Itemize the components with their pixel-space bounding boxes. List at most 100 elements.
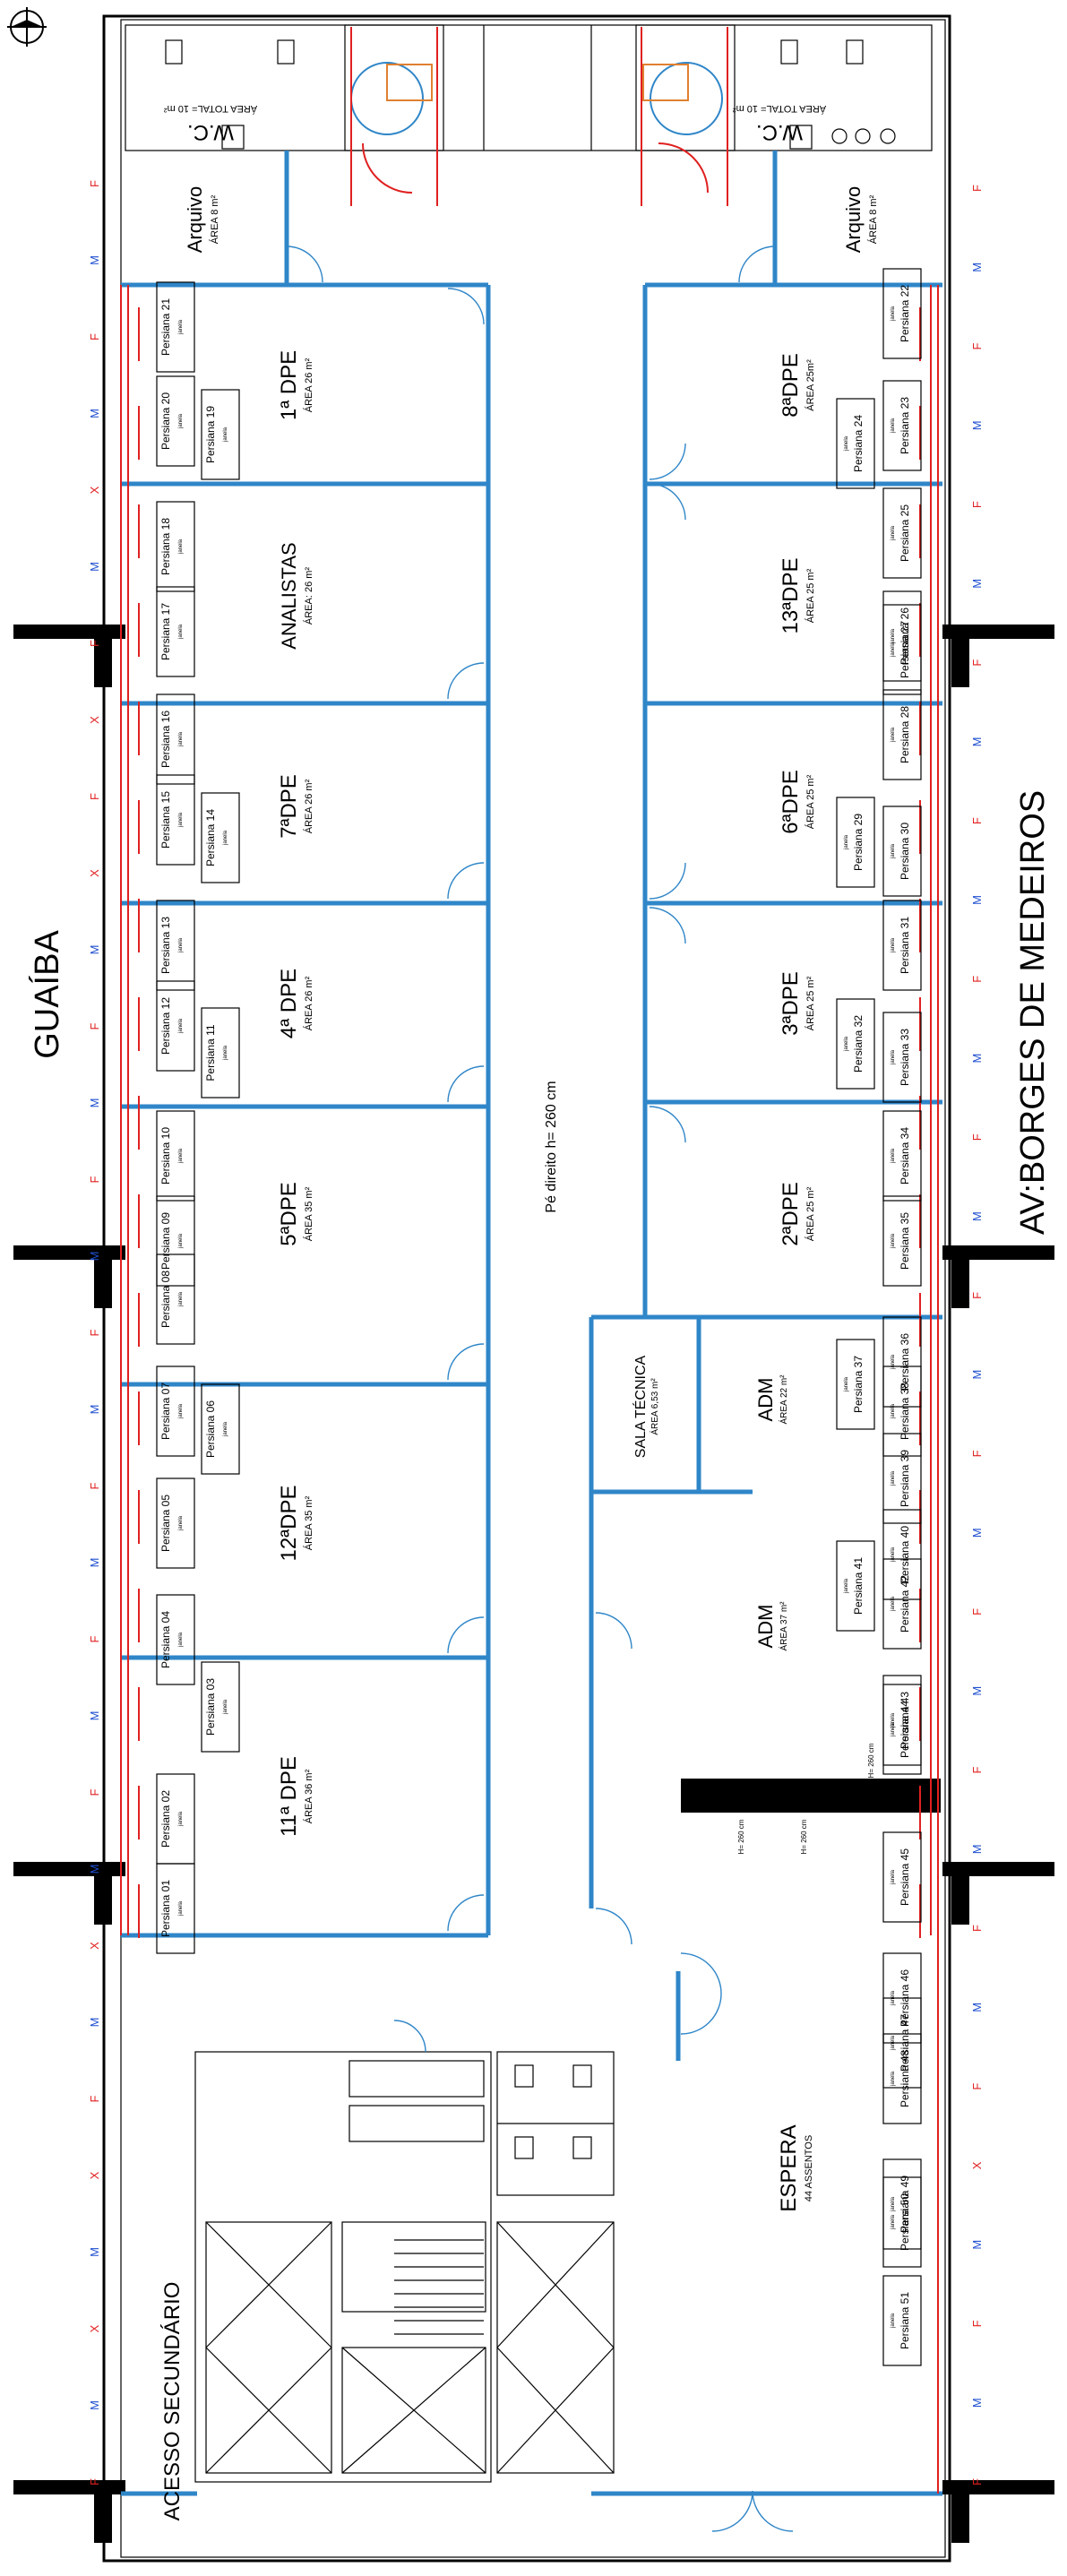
facade-marker: M bbox=[970, 1054, 984, 1064]
room-name: 13ªDPE bbox=[779, 558, 803, 634]
window-note: janela bbox=[891, 843, 896, 859]
blind-label: Persiana 40 bbox=[899, 1526, 911, 1583]
facade-marker: X bbox=[88, 1942, 101, 1950]
blind-box bbox=[836, 797, 875, 888]
window-note: janela bbox=[891, 1869, 896, 1885]
blind-box bbox=[201, 792, 240, 883]
room-label: 2ªDPE ÁREA 25 m² bbox=[779, 1182, 816, 1246]
room-label: 11ª DPE ÁREA 36 m² bbox=[277, 1756, 314, 1837]
street-label-right: AV:BORGES DE MEDEIROS bbox=[1014, 790, 1052, 1235]
room-area: ÁREA 25 m² bbox=[805, 774, 816, 829]
facade-marker: F bbox=[88, 793, 101, 800]
room-name: 6ªDPE bbox=[779, 770, 803, 834]
window-note: janela bbox=[178, 812, 184, 828]
facade-marker: F bbox=[88, 2478, 101, 2486]
blind-box bbox=[882, 2275, 922, 2366]
room-area: 44 ASSENTOS bbox=[804, 2135, 814, 2201]
blind-box bbox=[156, 774, 195, 866]
facade-marker: X bbox=[88, 2324, 101, 2332]
room-name: 5ªDPE bbox=[277, 1182, 301, 1246]
blind-box bbox=[836, 398, 875, 489]
room-label: ANALISTAS ÁREA: 26 m² bbox=[278, 542, 314, 649]
ceiling-height-note: Pé direito h= 260 cm bbox=[544, 1081, 559, 1212]
blind-label: Persiana 42 bbox=[899, 1575, 911, 1633]
blind-box bbox=[156, 980, 195, 1072]
facade-marker: M bbox=[970, 263, 984, 272]
window-note: janela bbox=[178, 1148, 184, 1164]
facade-marker: M bbox=[970, 2240, 984, 2250]
blind-label: Persiana 10 bbox=[159, 1127, 172, 1185]
window-note: janela bbox=[891, 1596, 896, 1612]
blind-box bbox=[156, 375, 195, 467]
room-area: ÁREA: 26 m² bbox=[303, 567, 314, 625]
facade-marker: M bbox=[88, 1865, 101, 1874]
blind-label: Persiana 12 bbox=[159, 997, 172, 1055]
room-area: ÁREA 25 m² bbox=[805, 976, 816, 1030]
blind-label: Persiana 37 bbox=[852, 1356, 865, 1413]
window-note: janela bbox=[223, 830, 228, 846]
facade-marker: F bbox=[88, 1329, 101, 1336]
blind-label: Persiana 05 bbox=[159, 1495, 172, 1552]
facade-marker: F bbox=[88, 1482, 101, 1489]
facade-marker: X bbox=[88, 2171, 101, 2179]
blind-label: Persiana 27 bbox=[899, 621, 911, 678]
blind-box bbox=[882, 689, 922, 780]
blind-label: Persiana 26 bbox=[899, 607, 911, 665]
room-name: Arquivo bbox=[842, 186, 865, 254]
facade-marker: F bbox=[970, 817, 984, 824]
facade-marker: M bbox=[88, 2400, 101, 2410]
room-label: 13ªDPE ÁREA 25 m² bbox=[779, 558, 816, 634]
facade-marker: F bbox=[970, 1608, 984, 1615]
blind-label: Persiana 25 bbox=[899, 504, 911, 562]
blind-box bbox=[201, 1661, 240, 1753]
window-note: janela bbox=[891, 2035, 896, 2051]
window-note: janela bbox=[844, 1578, 849, 1594]
facade-marker: M bbox=[970, 420, 984, 430]
window-note: janela bbox=[178, 624, 184, 640]
room-name: 7ªDPE bbox=[277, 774, 301, 839]
facade-marker: F bbox=[970, 343, 984, 350]
facade-marker: F bbox=[970, 659, 984, 667]
room-label: 4ª DPE ÁREA 26 m² bbox=[277, 969, 314, 1038]
room-label: SALA TÉCNICA ÁREA 6,53 m² bbox=[632, 1355, 660, 1458]
facade-marker: M bbox=[970, 1844, 984, 1854]
blind-label: Persiana 30 bbox=[899, 823, 911, 880]
room-area: ÁREA 35 m² bbox=[303, 1186, 314, 1241]
north-label: N bbox=[0, 21, 4, 33]
room-label: 5ªDPE ÁREA 35 m² bbox=[277, 1182, 314, 1246]
window-note: janela bbox=[891, 306, 896, 322]
blind-box bbox=[156, 694, 195, 785]
room-name: ESPERA bbox=[777, 2124, 801, 2211]
blind-label: Persiana 45 bbox=[899, 1848, 911, 1906]
blind-box bbox=[201, 389, 240, 480]
blind-box bbox=[156, 1110, 195, 1202]
window-note: janela bbox=[891, 727, 896, 743]
blind-label: Persiana 24 bbox=[852, 415, 865, 472]
room-area: ÁREA 8 m² bbox=[209, 194, 220, 244]
room-label: 12ªDPE ÁREA 35 m² bbox=[277, 1486, 314, 1562]
room-name: 12ªDPE bbox=[277, 1486, 301, 1562]
window-note: janela bbox=[891, 2196, 896, 2212]
blind-box bbox=[836, 1540, 875, 1632]
blind-label: Persiana 21 bbox=[159, 298, 172, 356]
facade-marker: F bbox=[88, 1635, 101, 1642]
blind-label: Persiana 19 bbox=[204, 406, 217, 463]
room-label: 8ªDPE ÁREA 25m² bbox=[779, 353, 816, 418]
north-arrow: N bbox=[0, 7, 47, 47]
blind-box bbox=[882, 1509, 922, 1600]
window-note: janela bbox=[891, 642, 896, 658]
room-area: ÁREA 8 m² bbox=[867, 194, 879, 244]
facade-marker: M bbox=[88, 409, 101, 418]
blind-label: Persiana 09 bbox=[159, 1212, 172, 1270]
facade-marker: M bbox=[88, 1098, 101, 1108]
window-note: janela bbox=[844, 834, 849, 850]
room-name: SALA TÉCNICA bbox=[632, 1355, 649, 1458]
blind-box bbox=[882, 487, 922, 579]
sill-height-note: H= 260 cm bbox=[867, 1743, 875, 1778]
room-area: ÁREA 26 m² bbox=[303, 358, 314, 412]
blind-label: Persiana 43 bbox=[899, 1692, 911, 1749]
facade-marker: M bbox=[970, 579, 984, 589]
blind-label: Persiana 18 bbox=[159, 518, 172, 575]
room-label: Arquivo ÁREA 8 m² bbox=[842, 186, 879, 254]
window-note: janela bbox=[178, 1403, 184, 1419]
